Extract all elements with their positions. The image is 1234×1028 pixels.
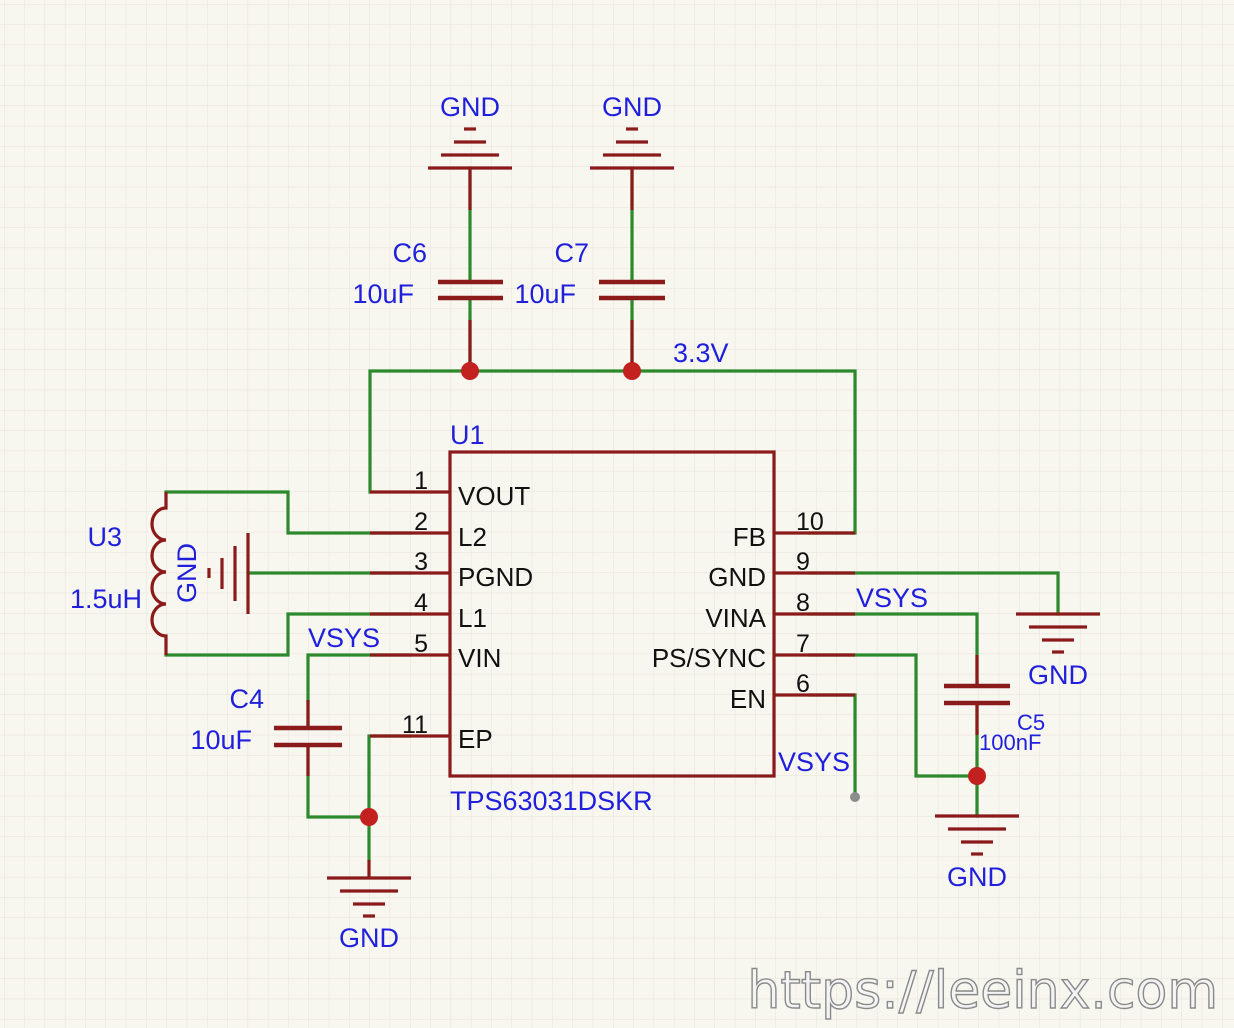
pin-number: 10 <box>796 508 824 536</box>
inductor-value: 1.5uH <box>70 584 142 614</box>
wire-gnd-pin9 <box>808 571 1060 616</box>
pin-name: VIN <box>458 643 501 673</box>
net-label-vsys: VSYS <box>778 747 850 777</box>
ic-designator: U1 <box>450 420 485 450</box>
ic-part-number: TPS63031DSKR <box>450 786 653 816</box>
capacitor-c5: C5 100nF <box>944 655 1045 755</box>
pin-number: 2 <box>414 508 428 536</box>
capacitor-ref: C6 <box>392 238 427 268</box>
capacitor-ref: C7 <box>554 238 589 268</box>
pin-name: EN <box>730 684 766 714</box>
ground-label: GND <box>602 92 662 122</box>
pin-name: FB <box>733 522 766 552</box>
junction-dot <box>360 808 378 826</box>
inductor-coil <box>150 492 168 655</box>
pin-name: GND <box>708 562 766 592</box>
junction-dot <box>968 767 986 785</box>
pin-number: 6 <box>796 670 810 698</box>
inductor-ref: U3 <box>87 522 122 552</box>
capacitor-ref: C4 <box>229 684 264 714</box>
ground-label: GND <box>947 862 1007 892</box>
pin-name: PS/SYNC <box>652 643 766 673</box>
ground-label: GND <box>172 543 202 603</box>
ground-symbol: GND <box>935 814 1019 892</box>
net-label-vsys: VSYS <box>856 583 928 613</box>
net-label-3v3: 3.3V <box>673 338 729 368</box>
capacitor-ref: C5 <box>1017 710 1045 735</box>
pin-name: VINA <box>705 603 766 633</box>
pin-number: 11 <box>402 711 428 739</box>
ground-symbol: GND <box>590 92 674 170</box>
capacitor-value: 10uF <box>352 279 414 309</box>
pin-name: VOUT <box>458 481 530 511</box>
ic-u1: U1 TPS63031DSKR 1 VOUT 2 L2 3 PGND 4 L1 … <box>370 420 855 816</box>
pin-number: 3 <box>414 548 428 576</box>
wire-endpoint <box>850 792 860 802</box>
wire-l2-inductor <box>164 490 412 535</box>
ground-symbol-pgnd: GND <box>172 533 250 614</box>
pin-number: 1 <box>414 467 428 495</box>
ground-label: GND <box>1028 660 1088 690</box>
capacitor-c4: C4 10uF <box>190 684 342 776</box>
wire-l1-inductor <box>164 612 412 657</box>
pin-number: 5 <box>414 630 428 658</box>
pin-number: 8 <box>796 589 810 617</box>
capacitor-value: 10uF <box>514 279 576 309</box>
ground-label: GND <box>339 923 399 953</box>
ground-label: GND <box>440 92 500 122</box>
ground-symbol: GND <box>428 92 512 170</box>
pin-name: PGND <box>458 562 533 592</box>
pin-number: 7 <box>796 630 810 658</box>
watermark: https://leeinx.com <box>747 961 1218 1021</box>
capacitor-value: 10uF <box>190 725 252 755</box>
capacitor-value: 100nF <box>979 730 1041 755</box>
junction-dot <box>623 362 641 380</box>
inductor-u3: U3 1.5uH <box>70 492 168 655</box>
pin-number: 4 <box>414 589 428 617</box>
capacitor-c6: C6 10uF <box>352 168 503 371</box>
pin-number: 9 <box>796 548 810 576</box>
ground-symbol: GND <box>327 860 411 953</box>
pin-name: EP <box>458 724 493 754</box>
pin-name: L1 <box>458 603 487 633</box>
wire-pssync-gnd <box>808 653 979 778</box>
pin-name: L2 <box>458 522 487 552</box>
net-label-vsys: VSYS <box>308 623 380 653</box>
ground-symbol: GND <box>1016 612 1100 690</box>
junction-dot <box>461 362 479 380</box>
